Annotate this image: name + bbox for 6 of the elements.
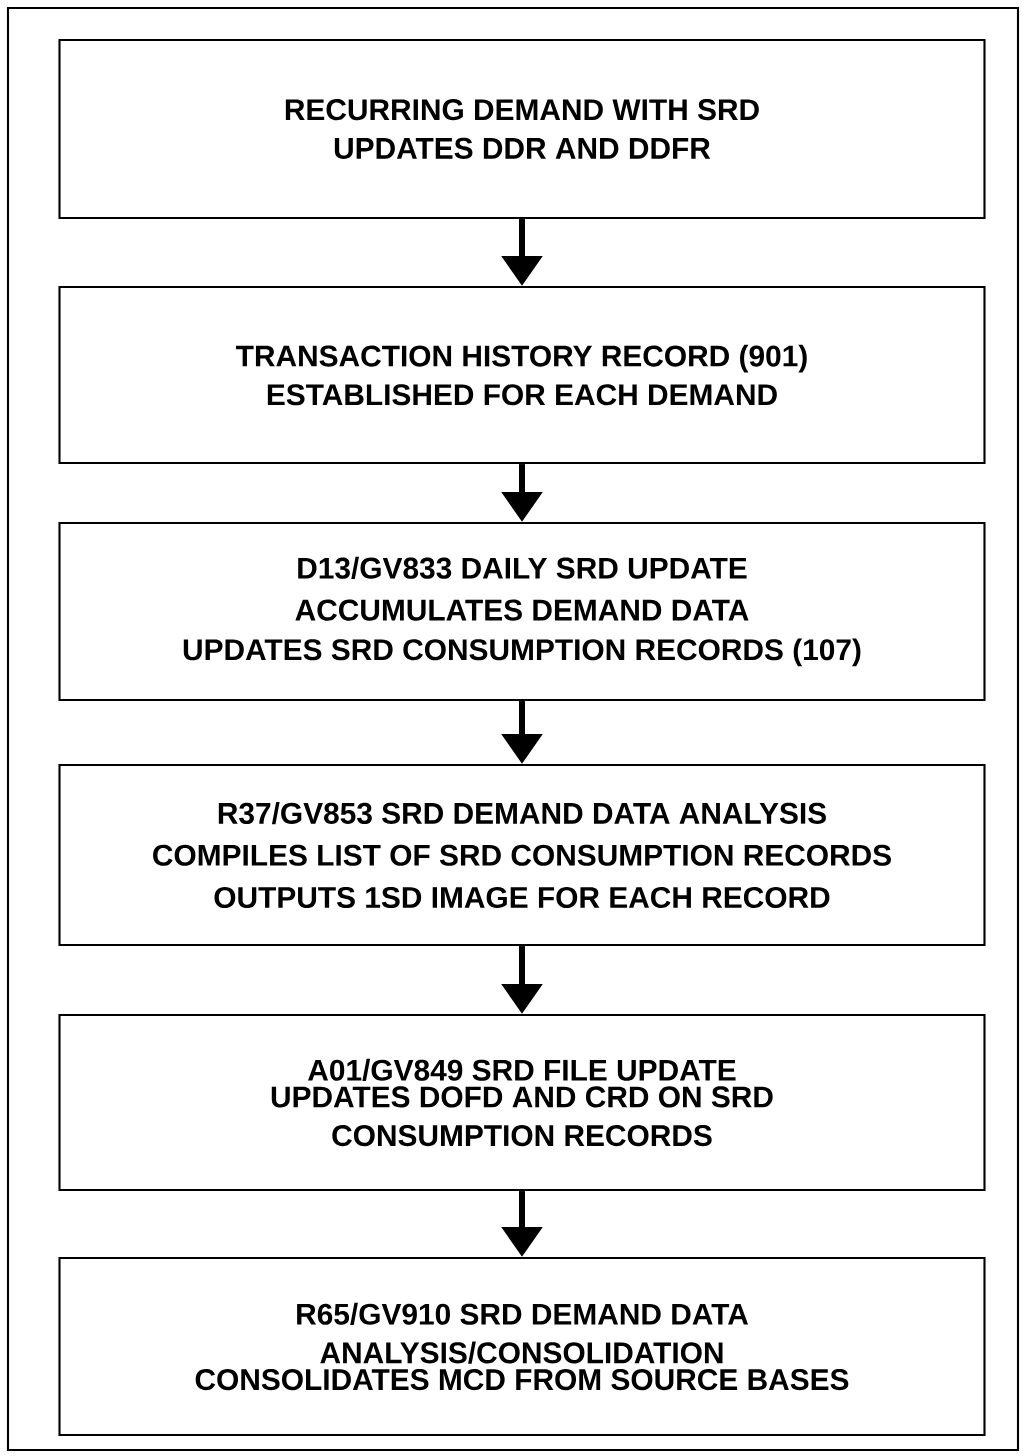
process-box: RECURRING DEMAND WITH SRD UPDATES DDR AND DDFR (58, 38, 986, 220)
process-box: A01/GV849 SRD FILE UPDATE UPDATES DOFD AND CRD ON SRD CONSUMPTION RECORDS (58, 1013, 986, 1192)
process-box: R65/GV910 SRD DEMAND DATA ANALYSIS/CONSOLIDATION CONSOLIDATES MCD FROM SOURCE BASES (58, 1256, 986, 1437)
process-box: D13/GV833 DAILY SRD UPDATE ACCUMULATES DEMAND DATA UPDATES SRD CONSUMPTION RECORDS (107) (58, 521, 986, 702)
process-box: R37/GV853 SRD DEMAND DATA ANALYSIS COMPILES LIST OF SRD CONSUMPTION RECORDS OUTPUTS 1SD IMAGE FOR EACH RECORD (58, 763, 986, 947)
process-box: TRANSACTION HISTORY RECORD (901) ESTABLISHED FOR EACH DEMAND (58, 285, 986, 465)
